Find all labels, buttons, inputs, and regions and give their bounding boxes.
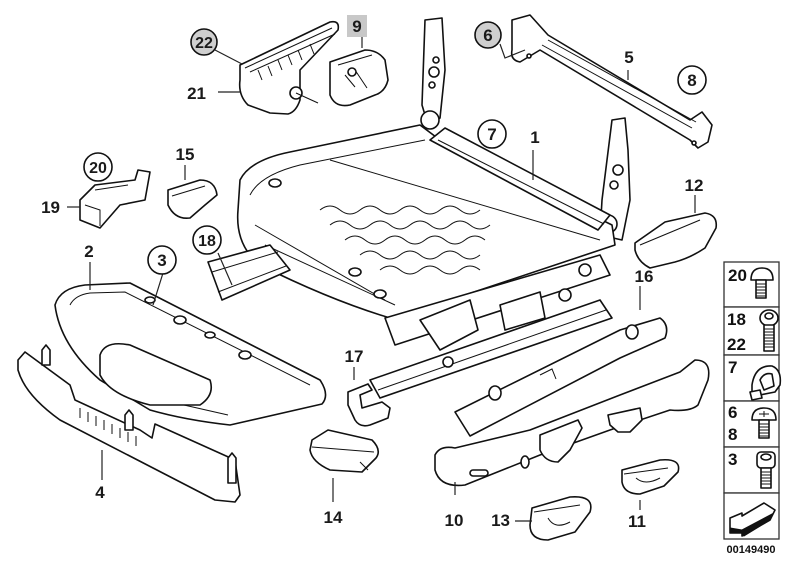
socket-head-screw-icon (756, 451, 776, 489)
part-4-front-trim[interactable] (17, 344, 241, 503)
callout-3[interactable]: 3 (147, 245, 177, 275)
callout-1[interactable]: 1 (530, 128, 539, 147)
svg-text:10: 10 (445, 511, 464, 530)
svg-text:9: 9 (352, 17, 361, 36)
svg-text:1: 1 (530, 128, 539, 147)
svg-text:20: 20 (89, 160, 107, 177)
part-9-cover[interactable] (329, 49, 389, 107)
fastener-legend: 20 18 22 7 (723, 261, 782, 556)
svg-text:15: 15 (176, 145, 195, 164)
legend-item-6-8[interactable]: 6 8 (723, 400, 780, 448)
part-12-cover[interactable] (634, 212, 718, 269)
direction-arrow-icon (729, 502, 776, 537)
callout-15[interactable]: 15 (176, 145, 195, 164)
callout-8[interactable]: 8 (677, 65, 707, 95)
svg-text:2: 2 (84, 242, 93, 261)
svg-text:12: 12 (685, 176, 704, 195)
svg-text:18: 18 (198, 233, 216, 250)
phillips-screw-icon (751, 407, 777, 439)
svg-text:3: 3 (157, 251, 166, 270)
svg-text:22: 22 (727, 335, 746, 354)
svg-text:4: 4 (95, 483, 105, 502)
legend-item-20[interactable]: 20 (723, 261, 780, 308)
callout-17[interactable]: 17 (345, 347, 364, 366)
part-5-cross-tube[interactable] (510, 14, 713, 149)
callout-18[interactable]: 18 (192, 225, 222, 255)
svg-text:13: 13 (491, 511, 510, 530)
part-14-cap[interactable] (309, 429, 380, 473)
part-16-rail-cover[interactable] (454, 317, 668, 437)
part-17-clip[interactable] (347, 383, 391, 427)
callout-12[interactable]: 12 (685, 176, 704, 195)
svg-text:14: 14 (324, 508, 343, 527)
part-11-handle[interactable] (621, 458, 680, 495)
part-1-seat-frame[interactable] (236, 17, 631, 399)
callout-11[interactable]: 11 (628, 512, 646, 531)
callout-2[interactable]: 2 (84, 242, 93, 261)
svg-text:8: 8 (728, 425, 737, 444)
svg-text:6: 6 (728, 403, 737, 422)
svg-text:20: 20 (728, 266, 747, 285)
callout-19[interactable]: 19 (41, 198, 60, 217)
part-19-bracket[interactable] (79, 169, 151, 229)
callout-10[interactable]: 10 (445, 511, 464, 530)
svg-text:21: 21 (187, 84, 206, 103)
svg-text:7: 7 (487, 125, 496, 144)
svg-text:17: 17 (345, 347, 364, 366)
button-head-screw-icon (750, 267, 774, 299)
part-13-handle[interactable] (529, 495, 592, 541)
legend-item-3[interactable]: 3 (723, 446, 780, 494)
callout-14[interactable]: 14 (324, 508, 343, 527)
legend-item-7[interactable]: 7 (723, 354, 782, 402)
svg-text:7: 7 (728, 358, 737, 377)
part-21-trim-cover[interactable] (238, 20, 340, 115)
cable-clip-icon (749, 365, 782, 401)
svg-text:18: 18 (727, 310, 746, 329)
callout-9[interactable]: 9 (347, 15, 367, 37)
callout-6[interactable]: 6 (474, 21, 502, 49)
svg-text:5: 5 (624, 48, 633, 67)
callout-7[interactable]: 7 (477, 119, 507, 149)
svg-text:11: 11 (628, 512, 646, 531)
callout-20[interactable]: 20 (83, 152, 113, 182)
part-15-cap[interactable] (167, 179, 218, 220)
callout-21[interactable]: 21 (187, 84, 206, 103)
part-18-rail[interactable] (207, 244, 291, 301)
part-2-seat-pan[interactable] (54, 282, 327, 426)
svg-text:3: 3 (728, 450, 737, 469)
svg-text:19: 19 (41, 198, 60, 217)
callout-22[interactable]: 22 (190, 28, 218, 56)
legend-item-arrow[interactable] (723, 492, 780, 540)
svg-text:6: 6 (483, 26, 492, 45)
svg-text:16: 16 (635, 267, 654, 286)
callout-16[interactable]: 16 (635, 267, 654, 286)
leader-lines (67, 32, 696, 522)
legend-item-18-22[interactable]: 18 22 (723, 306, 780, 356)
long-screw-icon (759, 309, 779, 352)
callout-13[interactable]: 13 (491, 511, 510, 530)
diagram-number: 00149490 (727, 544, 776, 556)
callout-5[interactable]: 5 (624, 48, 633, 67)
svg-text:22: 22 (195, 35, 213, 52)
svg-text:8: 8 (687, 71, 696, 90)
callout-4[interactable]: 4 (95, 483, 105, 502)
